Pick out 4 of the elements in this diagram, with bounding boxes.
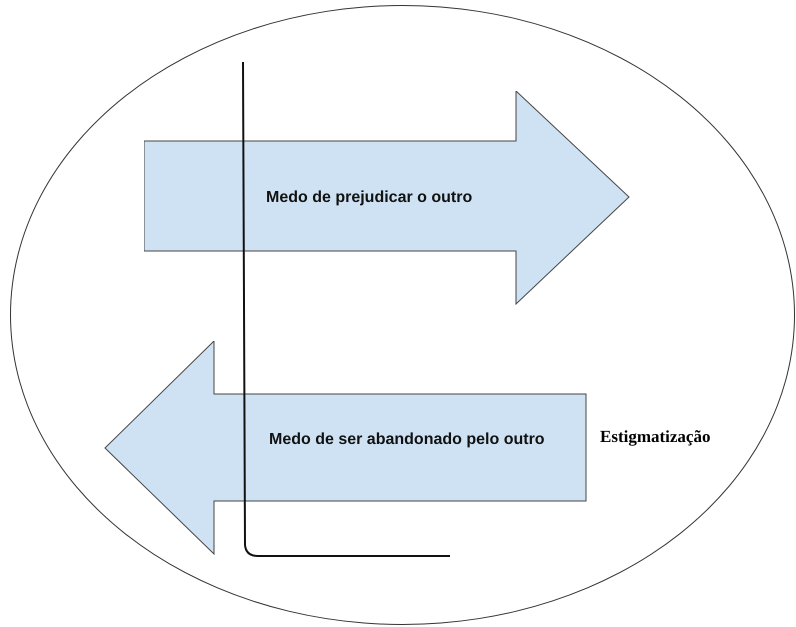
arrow-label: Medo de ser abandonado pelo outro [268,430,546,450]
side-label: Estigmatização [600,427,710,447]
circle-outline [10,5,795,625]
arrow-label: Medo de prejudicar o outro [266,188,474,208]
